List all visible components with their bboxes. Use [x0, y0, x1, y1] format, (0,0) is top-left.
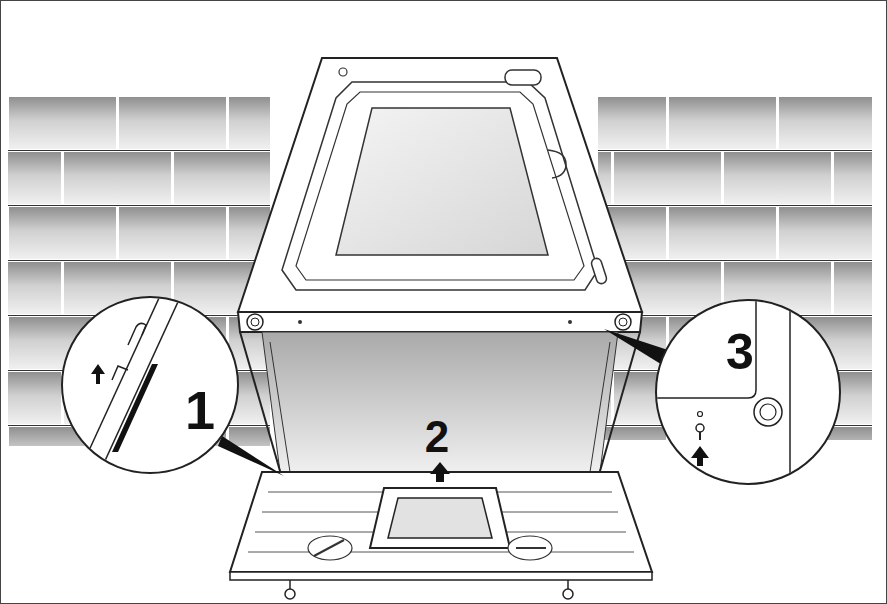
callout-number: 1	[185, 383, 215, 437]
washer-top	[238, 58, 642, 312]
detail-callout	[62, 285, 284, 476]
base-plate	[230, 462, 652, 599]
callout-number: 2	[425, 415, 449, 459]
detail-callout	[604, 290, 840, 490]
callout-number: 3	[726, 327, 754, 377]
washer-body	[238, 312, 642, 478]
